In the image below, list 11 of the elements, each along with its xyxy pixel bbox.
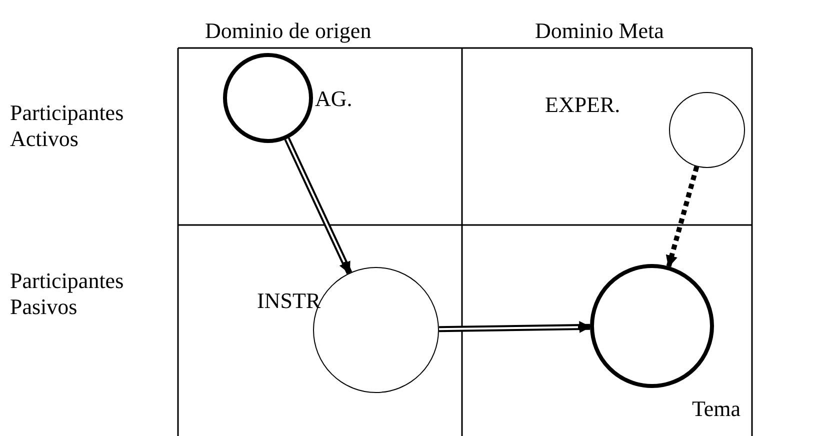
column-header: Dominio Meta [535, 18, 664, 44]
role-label: INSTR [257, 288, 321, 314]
role-label: Tema [692, 396, 741, 422]
arrow [284, 138, 352, 274]
arrow [438, 321, 592, 334]
column-header: Dominio de origen [205, 18, 372, 44]
role-label: EXPER. [545, 92, 620, 118]
arrow [666, 166, 700, 268]
role-label: AG. [315, 86, 352, 112]
row-header: Participantes Activos [10, 100, 125, 152]
row-header: Participantes Pasivos [10, 268, 125, 320]
